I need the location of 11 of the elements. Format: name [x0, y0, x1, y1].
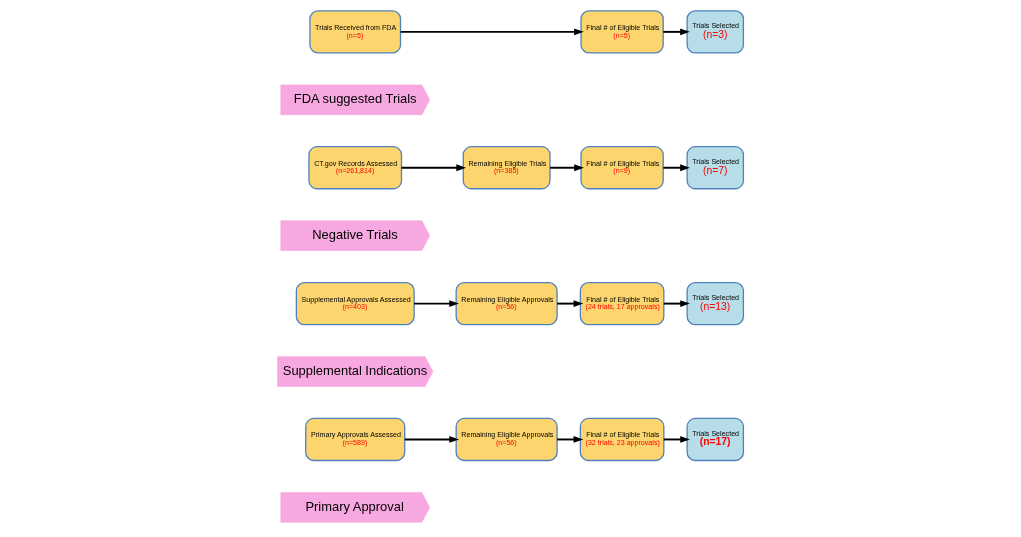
arrow [399, 28, 584, 36]
arrow [413, 300, 459, 307]
arrow [556, 436, 584, 443]
arrow [662, 164, 690, 172]
arrow [662, 436, 690, 443]
arrow [403, 436, 459, 443]
arrow [400, 164, 467, 172]
arrow [662, 28, 690, 36]
arrow [556, 300, 584, 307]
arrow [549, 164, 584, 172]
arrow [662, 300, 690, 307]
